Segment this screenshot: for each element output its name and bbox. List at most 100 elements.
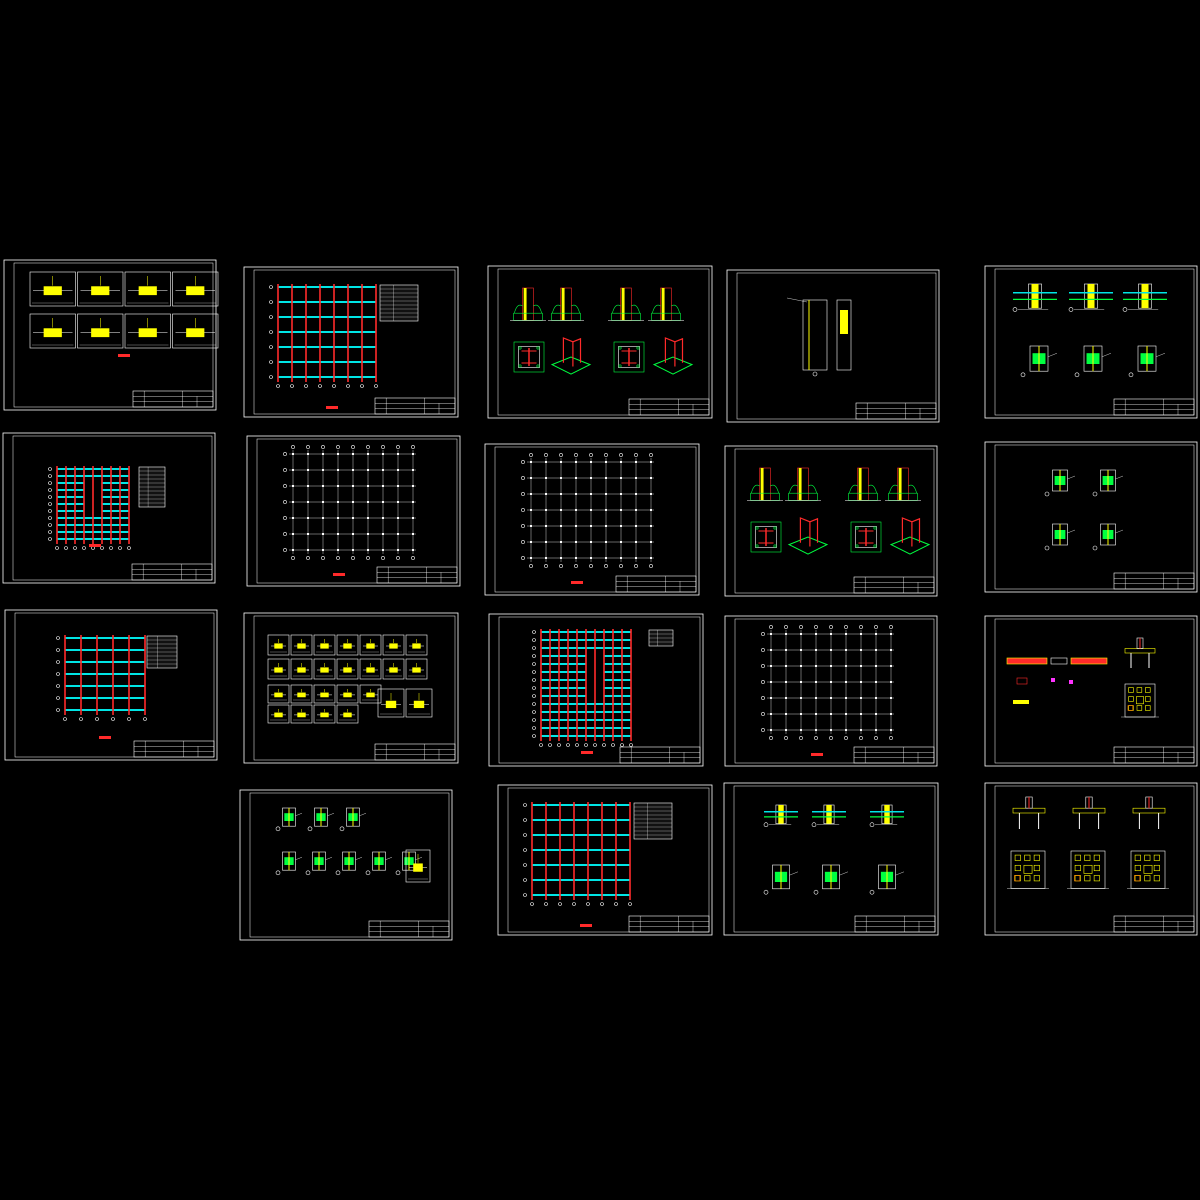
- member-schedule-table: [648, 629, 674, 647]
- weld-detail: [382, 634, 405, 656]
- section-detail: [763, 864, 799, 895]
- beam-column-joint: [763, 804, 798, 828]
- title-block: [132, 390, 214, 408]
- drawing-sheet-node-details[interactable]: [239, 789, 453, 941]
- section-detail: [339, 807, 367, 832]
- drawing-title-tag: [118, 354, 130, 357]
- weld-detail: [359, 634, 382, 656]
- weld-detail: [313, 704, 336, 724]
- weld-detail: [336, 704, 359, 724]
- drawing-sheet-frame-elevation-small[interactable]: [4, 609, 218, 761]
- weld-detail: [290, 658, 313, 680]
- beam-column-joint: [811, 804, 846, 828]
- title-block: [855, 402, 937, 420]
- pile-cap-plan: [1127, 850, 1169, 889]
- drawing-sheet-floor-plan-opening[interactable]: [2, 432, 216, 584]
- title-block: [628, 398, 710, 416]
- beam-column-joint: [1068, 283, 1113, 312]
- beam-column-joint: [1012, 283, 1057, 312]
- section-detail: [1044, 523, 1076, 551]
- base-isometric: [652, 337, 694, 375]
- base-plate-plan: [513, 341, 545, 373]
- weld-detail: [267, 658, 290, 680]
- section-detail: [1128, 345, 1166, 378]
- frame-members: [269, 284, 378, 388]
- weld-detail: [313, 684, 336, 704]
- drawing-sheet-base-details[interactable]: [487, 265, 713, 419]
- drawing-sheet-section-details[interactable]: [723, 782, 939, 936]
- weld-detail: [290, 684, 313, 704]
- drawing-title-tag: [580, 924, 592, 927]
- drawing-sheet-section-details[interactable]: [984, 441, 1198, 593]
- base-plate-plan: [750, 521, 782, 553]
- weld-detail: [313, 634, 336, 656]
- pile-cap-elevation: [1012, 796, 1046, 829]
- section-detail: [813, 864, 849, 895]
- drawing-sheet-pile-caps[interactable]: [984, 782, 1198, 936]
- drawing-sheet-grid-plan[interactable]: [724, 615, 938, 767]
- drawing-sheet-floor-plan-opening[interactable]: [488, 613, 704, 767]
- drawing-sheet-joint-details[interactable]: [984, 265, 1198, 419]
- base-plate-plan: [850, 521, 882, 553]
- member-schedule-table: [138, 466, 166, 508]
- axis-grid: [761, 625, 894, 740]
- weld-detail: [405, 658, 428, 680]
- weld-detail: [290, 634, 313, 656]
- drawing-sheet-weld-details[interactable]: [3, 259, 219, 411]
- drawing-sheet-frame-elevation[interactable]: [243, 266, 459, 418]
- weld-detail: [359, 658, 382, 680]
- title-block: [374, 397, 456, 415]
- drawing-sheet-grid-plan[interactable]: [246, 435, 461, 587]
- base-isometric: [550, 337, 592, 375]
- title-block: [854, 915, 936, 933]
- weld-detail: [405, 688, 433, 718]
- weld-detail: [267, 634, 290, 656]
- beam-splice-elevation: [1006, 657, 1108, 704]
- drawing-sheet-column-detail[interactable]: [726, 269, 940, 423]
- title-block: [615, 575, 697, 593]
- title-block: [853, 576, 935, 594]
- title-block: [376, 566, 458, 584]
- title-block: [853, 746, 935, 764]
- section-detail: [1092, 523, 1124, 551]
- drawing-title-tag: [89, 544, 101, 547]
- weld-detail: [172, 271, 219, 307]
- title-block: [619, 746, 701, 764]
- weld-detail: [124, 271, 171, 307]
- section-detail: [275, 807, 303, 832]
- pile-cap-plan: [1007, 850, 1049, 889]
- pile-cap-plan: [1121, 683, 1159, 718]
- column-base-detail: [845, 467, 881, 501]
- weld-detail: [124, 313, 171, 349]
- base-isometric: [889, 517, 931, 555]
- base-plate-plan: [613, 341, 645, 373]
- member-schedule-table: [633, 802, 673, 840]
- section-detail: [275, 851, 303, 876]
- drawing-sheet-frame-elevation[interactable]: [497, 784, 713, 936]
- section-detail: [307, 807, 335, 832]
- weld-detail: [267, 704, 290, 724]
- drawing-sheet-base-details[interactable]: [724, 445, 938, 597]
- beam-column-joint: [1122, 283, 1167, 312]
- column-base-detail: [510, 287, 546, 321]
- title-block: [1113, 572, 1195, 590]
- column-splice-detail: [786, 297, 852, 377]
- weld-detail: [336, 658, 359, 680]
- drawing-sheet-grid-plan[interactable]: [484, 443, 700, 596]
- drawing-title-tag: [581, 751, 593, 754]
- weld-detail: [29, 271, 76, 307]
- drawing-sheet-beam-and-base[interactable]: [984, 615, 1198, 767]
- column-base-detail: [747, 467, 783, 501]
- section-detail: [1020, 345, 1058, 378]
- pile-cap-elevation: [1072, 796, 1106, 829]
- drawing-sheet-connection-details[interactable]: [243, 612, 459, 764]
- beam-column-joint: [869, 804, 904, 828]
- weld-detail: [77, 313, 124, 349]
- section-detail: [365, 851, 393, 876]
- weld-detail: [336, 634, 359, 656]
- title-block: [368, 920, 450, 938]
- member-schedule-table: [379, 284, 419, 322]
- frame-members: [48, 466, 131, 550]
